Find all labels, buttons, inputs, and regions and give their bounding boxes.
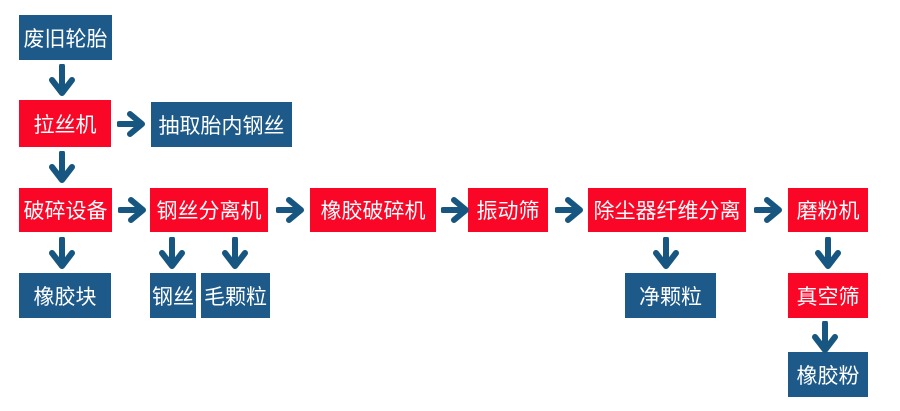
node-rubber-powder: 橡胶粉 bbox=[788, 352, 868, 397]
arrow-down-icon bbox=[159, 237, 185, 269]
node-extract-tire-steel-wire: 抽取胎内钢丝 bbox=[151, 102, 292, 147]
arrow-down-icon bbox=[49, 151, 75, 183]
arrow-right-icon bbox=[118, 197, 146, 223]
node-clean-granules: 净颗粒 bbox=[625, 273, 716, 318]
node-vacuum-screen: 真空筛 bbox=[788, 273, 868, 318]
arrow-down-icon bbox=[49, 64, 75, 96]
node-steel-wire-separator: 钢丝分离机 bbox=[150, 188, 268, 232]
node-rubber-block: 橡胶块 bbox=[19, 273, 111, 318]
arrow-down-icon bbox=[815, 237, 841, 269]
arrow-right-icon bbox=[555, 197, 583, 223]
arrow-down-icon bbox=[222, 237, 248, 269]
arrow-down-icon bbox=[812, 321, 838, 353]
node-rubber-crusher: 橡胶破碎机 bbox=[310, 188, 436, 232]
node-vibrating-screen: 振动筛 bbox=[468, 188, 548, 232]
node-crushing-equipment: 破碎设备 bbox=[19, 188, 112, 232]
arrow-right-icon bbox=[441, 197, 469, 223]
arrow-down-icon bbox=[653, 237, 679, 269]
node-rough-granules: 毛颗粒 bbox=[201, 273, 270, 318]
arrow-right-icon bbox=[276, 197, 304, 223]
node-grinding-machine: 磨粉机 bbox=[788, 188, 868, 232]
node-wire-drawing-machine: 拉丝机 bbox=[19, 100, 111, 147]
node-dust-fiber-separation: 除尘器纤维分离 bbox=[588, 188, 746, 232]
arrow-right-icon bbox=[754, 197, 782, 223]
arrow-right-icon bbox=[117, 111, 145, 137]
arrow-down-icon bbox=[49, 237, 75, 269]
node-steel-wire: 钢丝 bbox=[150, 273, 196, 318]
node-waste-tire: 废旧轮胎 bbox=[19, 15, 112, 60]
